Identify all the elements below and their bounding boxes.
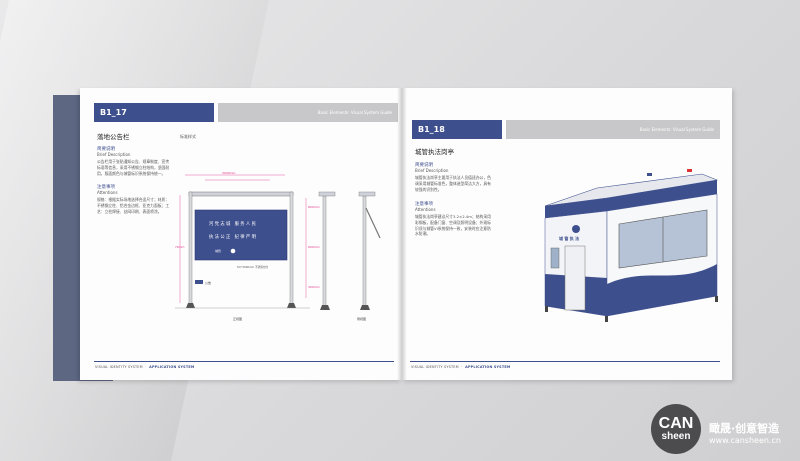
header-caption: Basic Elements: Visual System Guide	[317, 110, 392, 115]
side-view-2	[358, 191, 381, 310]
footer-label: VISUAL IDENTITY SYSTEM	[95, 365, 143, 369]
board-line-2: 执 法 公 正 纪 律 严 明	[209, 233, 256, 240]
section-body: 规格：根据实际场地选择合适尺寸；材质：不锈钢立柱、铝合金边框、亚克力面板；工艺：…	[97, 197, 170, 214]
section-body: 城管执法岗亭建议尺寸3.2×2.4m；结构采用彩钢板，配备门窗、空调及照明设备；…	[415, 214, 491, 237]
section-code: B1_18	[418, 125, 445, 134]
section-code-bar: B1_18	[412, 120, 502, 139]
section-sub: Attentions	[415, 207, 436, 212]
section-heading: 简要说明	[415, 163, 433, 168]
board-badge: 城管	[215, 248, 221, 253]
section-sub: Brief Description	[415, 168, 449, 173]
board-footer: 5m*2000mm 不锈钢立柱	[237, 265, 268, 269]
booth-emblem-icon	[572, 225, 580, 233]
booth-window-small	[550, 247, 560, 269]
section-sub: Attentions	[97, 190, 118, 195]
booth-roof-band-left	[545, 198, 607, 218]
board-line-1: 河 党 志 城 服 务 人 民	[209, 220, 256, 227]
section-heading: 简要说明	[97, 147, 115, 152]
booth-door	[564, 245, 586, 311]
footer-rule	[94, 361, 394, 362]
dim-height: 2270mm	[175, 245, 185, 249]
warning-light-icon	[647, 173, 652, 176]
board-base-right	[287, 303, 296, 308]
booth-roof-band-right	[607, 180, 717, 211]
page-title: 落地公告栏	[97, 133, 130, 141]
board-emblem-icon	[230, 248, 236, 254]
diagram-caption: 标准样式	[180, 134, 196, 139]
logo-badge	[651, 404, 701, 454]
view-front-label: 正视图	[233, 316, 242, 321]
warning-light-icon	[687, 169, 692, 172]
board-post-right	[289, 191, 294, 305]
section-sub: Brief Description	[97, 152, 131, 157]
section-body: 公告栏用于张贴通知公告、规章制度、宣传标语等信息，采用不锈钢立柱结构，坚固耐用，…	[97, 159, 170, 176]
right-page: B1_18 Basic Elements: Visual System Guid…	[402, 88, 732, 380]
section-code-bar: B1_17	[94, 103, 214, 122]
side-note: 公告	[205, 280, 211, 285]
page-footer: VISUAL IDENTITY SYSTEM · APPLICATION SYS…	[411, 365, 511, 369]
booth-roof	[544, 173, 719, 207]
notice-board-drawing: 3000mm 2270mm 800mm 600mm 300mm 河 党 志 城 …	[175, 171, 381, 321]
side-note-tag	[195, 280, 203, 284]
header-grey-bar: Basic Elements: Visual System Guide	[506, 120, 720, 139]
board-post-left	[188, 191, 193, 305]
footer-rule	[410, 361, 720, 362]
open-brochure: B1_17 Basic Elements: Visual System Guid…	[45, 88, 760, 388]
board-panel	[194, 209, 288, 261]
board-base-left	[186, 303, 195, 308]
page-title: 城管执法岗亭	[415, 148, 454, 156]
footer-label-accent: APPLICATION SYSTEM	[149, 365, 195, 369]
logo-text-top: CAN	[658, 415, 694, 432]
booth-foot	[605, 316, 608, 322]
footer-label-accent: APPLICATION SYSTEM	[465, 365, 511, 369]
booth-illustration: 城 管 执 法	[544, 169, 719, 322]
book-spine	[397, 88, 407, 380]
footer-label: VISUAL IDENTITY SYSTEM	[411, 365, 459, 369]
booth-foot	[715, 296, 718, 302]
booth-label: 城 管 执 法	[559, 235, 579, 241]
section-body: 城管执法岗亭主要用于执法人员值班办公，色调采用城管标准色，整体造型简洁大方，具有…	[415, 175, 491, 192]
section-heading: 注意事项	[97, 185, 115, 190]
side-view-1	[318, 191, 336, 310]
dim-side-2: 600mm	[308, 245, 320, 249]
board-roof	[188, 191, 294, 197]
logo-text-bottom: sheen	[661, 431, 691, 442]
brand-url: www.cansheen.cn	[709, 436, 781, 445]
header-caption: Basic Elements: Visual System Guide	[639, 127, 714, 132]
page-footer: VISUAL IDENTITY SYSTEM · APPLICATION SYS…	[95, 365, 195, 369]
dim-top-width: 3000mm	[222, 171, 236, 175]
brand-name: 瞰晟·创意智造	[709, 422, 780, 435]
view-side-label: 侧视图	[357, 316, 366, 321]
booth-side-lower	[607, 264, 717, 316]
header-grey-bar: Basic Elements: Visual System Guide	[218, 103, 398, 122]
section-heading: 注意事项	[415, 202, 433, 207]
dim-side-3: 300mm	[308, 285, 320, 289]
section-code: B1_17	[100, 108, 127, 117]
left-page: B1_17 Basic Elements: Visual System Guid…	[80, 88, 402, 380]
booth-foot	[545, 306, 548, 312]
dim-side-1: 800mm	[308, 205, 320, 209]
